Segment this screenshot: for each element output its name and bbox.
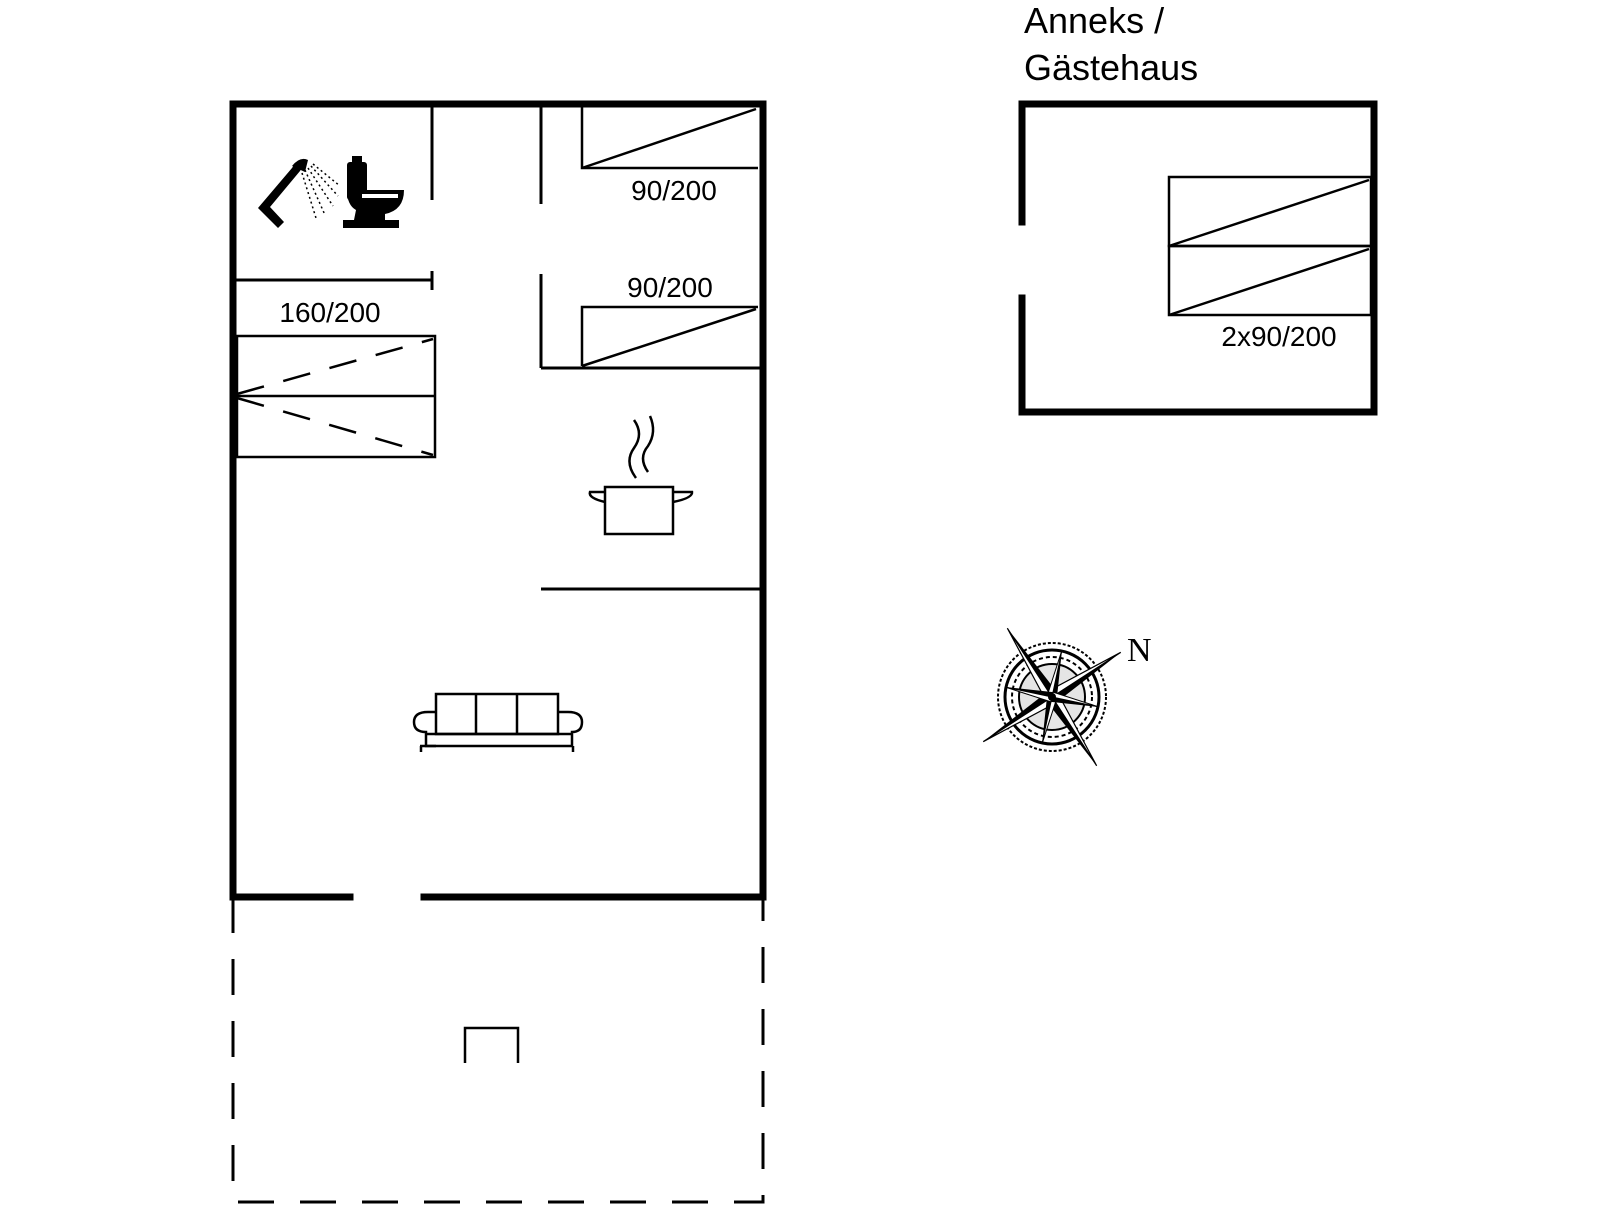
shower-icon: [258, 158, 341, 228]
sofa-icon: [412, 692, 584, 752]
bed-top: [580, 107, 758, 170]
main-house-outer-wall: [229, 100, 767, 901]
bedroom-left-label: 160/200: [279, 297, 380, 328]
cooking-pot-icon: [588, 415, 694, 536]
annex-bed-label: 2x90/200: [1221, 321, 1336, 352]
toilet-icon: [343, 156, 404, 228]
annex-bed-upper: [1167, 175, 1373, 248]
main-house: 90/200 90/200 160/200: [229, 100, 767, 1204]
annex-bed-lower: [1167, 244, 1373, 317]
compass-rose-icon: [982, 627, 1122, 767]
bed-double: [235, 334, 437, 459]
annex-wall: [1018, 100, 1378, 416]
terrace-outline: [231, 897, 765, 1204]
compass-north-label: N: [1127, 632, 1152, 669]
bedroom-top-label: 90/200: [631, 175, 717, 206]
bedroom-middle-label: 90/200: [627, 272, 713, 303]
annex-title-line2: Gästehaus: [1024, 47, 1198, 88]
barbecue-icon: [463, 1026, 520, 1063]
annex-title-line1: Anneks /: [1024, 0, 1164, 41]
bed-middle: [580, 305, 758, 368]
annex: Anneks / Gästehaus 2x90/200: [1018, 0, 1378, 416]
